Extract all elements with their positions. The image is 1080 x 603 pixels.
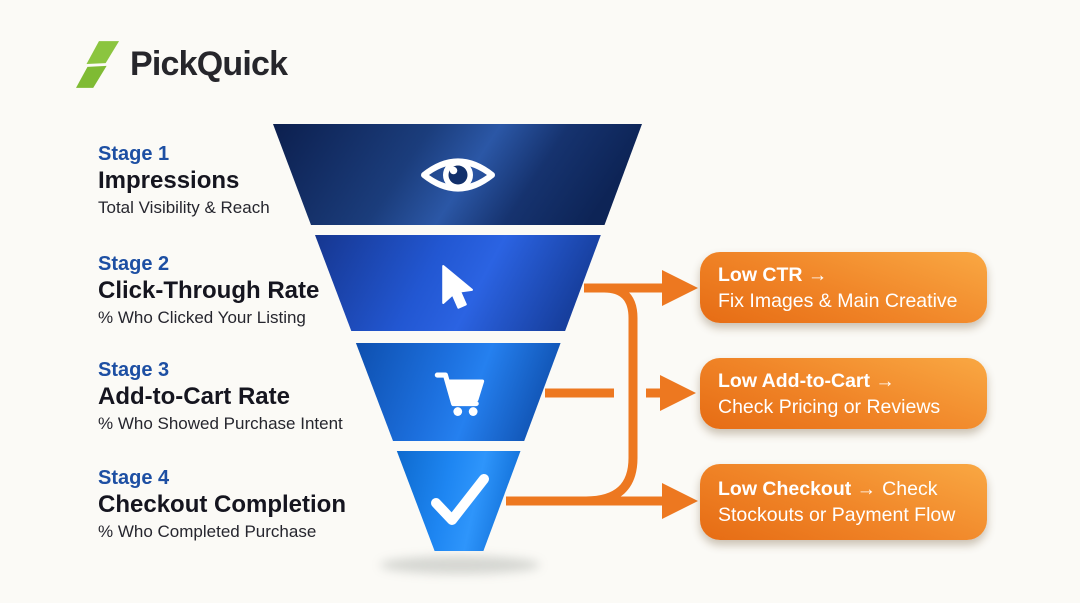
cursor-icon: [442, 265, 473, 309]
lightning-bolt-icon: [76, 41, 120, 88]
stage-title: Impressions: [98, 167, 240, 194]
arrowhead-ctr: [662, 270, 698, 306]
stage-subtitle: Total Visibility & Reach: [98, 198, 270, 217]
stage-title: Checkout Completion: [98, 491, 347, 518]
stage-title: Add-to-Cart Rate: [98, 383, 290, 410]
stage-label: Stage 1: [98, 143, 170, 165]
stage-subtitle: % Who Clicked Your Listing: [98, 308, 306, 327]
stage-block-add-to-cart: Stage 3 Add-to-Cart Rate % Who Showed Pu…: [98, 358, 428, 434]
callout-normal-text: Check Pricing or Reviews: [718, 395, 941, 418]
eye-icon: [421, 158, 495, 192]
funnel-shadow: [380, 556, 540, 574]
logo-text: PickQuick: [130, 45, 288, 83]
callout-normal-text: Check Stockouts or Payment Flow: [718, 478, 956, 526]
stage-label: Stage 4: [98, 467, 170, 489]
callout-low-add-to-cart: Low Add-to-Cart → Check Pricing or Revie…: [700, 358, 987, 429]
logo: PickQuick: [76, 38, 288, 91]
callout-bold-text: Low CTR →: [718, 263, 828, 286]
callout-low-ctr: Low CTR → Fix Images & Main Creative: [700, 252, 987, 323]
stage-block-checkout: Stage 4 Checkout Completion % Who Comple…: [98, 466, 428, 542]
callout-normal-text: Fix Images & Main Creative: [718, 289, 958, 312]
arrowhead-add-to-cart: [660, 375, 696, 411]
callout-bold-text: Low Checkout →: [718, 478, 877, 500]
callout-text: Low CTR → Fix Images & Main Creative: [718, 262, 958, 314]
callout-text: Low Add-to-Cart → Check Pricing or Revie…: [718, 368, 940, 420]
stage-title: Click-Through Rate: [98, 277, 320, 304]
stage-block-ctr: Stage 2 Click-Through Rate % Who Clicked…: [98, 252, 428, 328]
stage-label: Stage 3: [98, 359, 170, 381]
stage-label: Stage 2: [98, 253, 170, 275]
callout-low-checkout: Low Checkout →Check Stockouts or Payment…: [700, 464, 987, 540]
funnel-segment-checkout: [396, 451, 521, 551]
checkmark-icon: [431, 474, 489, 525]
stage-subtitle: % Who Showed Purchase Intent: [98, 414, 343, 433]
cart-icon: [434, 372, 485, 416]
stage-block-impressions: Stage 1 Impressions Total Visibility & R…: [98, 142, 428, 218]
connector-lines: [506, 283, 666, 506]
callout-bold-text: Low Add-to-Cart →: [718, 369, 895, 392]
arrowhead-checkout: [662, 483, 698, 519]
connector-arrowheads: [660, 270, 698, 519]
callout-text: Low Checkout →Check Stockouts or Payment…: [718, 476, 969, 528]
stage-subtitle: % Who Completed Purchase: [98, 522, 317, 541]
